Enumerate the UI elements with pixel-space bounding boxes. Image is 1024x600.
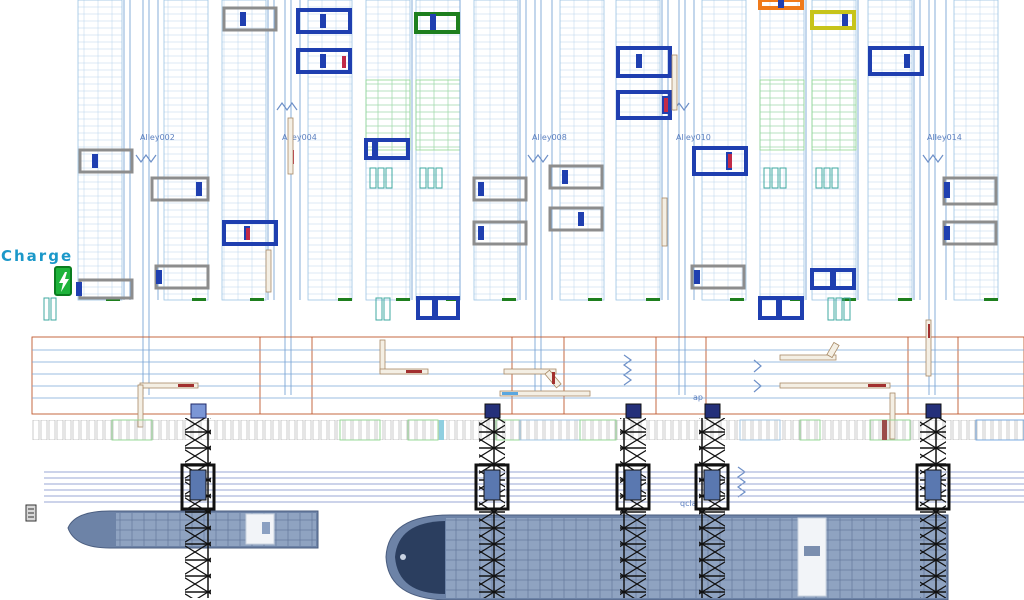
agv[interactable] <box>925 319 932 377</box>
misc-label: ap <box>693 393 703 402</box>
yard-crane-yellow[interactable] <box>810 10 856 30</box>
agv[interactable] <box>265 249 272 293</box>
yard-crane-active[interactable] <box>416 296 460 320</box>
yard-block-reefer-zone <box>759 79 805 151</box>
yard-crane-active[interactable] <box>222 220 278 246</box>
lightning-charge-icon <box>59 272 69 292</box>
yard-block[interactable] <box>615 0 661 301</box>
agv[interactable] <box>499 390 591 397</box>
yard-block[interactable] <box>307 0 353 301</box>
yard-crane-active[interactable] <box>692 146 748 176</box>
agv[interactable] <box>779 354 837 361</box>
yard-block[interactable] <box>867 0 913 301</box>
yard-blocks <box>77 0 999 301</box>
agv[interactable] <box>779 382 891 389</box>
yard-block[interactable] <box>953 0 999 301</box>
agv[interactable] <box>503 368 557 375</box>
yard-block[interactable] <box>163 0 209 301</box>
yard-crane[interactable] <box>690 264 746 290</box>
transfer-points <box>43 167 851 321</box>
yard-block[interactable] <box>221 0 267 301</box>
quay-cranes <box>180 403 951 598</box>
yard-crane-active[interactable] <box>364 138 410 160</box>
yard-crane-active[interactable] <box>296 8 352 34</box>
ship-large[interactable] <box>385 514 949 600</box>
quay-crane[interactable] <box>694 403 730 598</box>
yard-crane-active[interactable] <box>296 48 352 74</box>
yard-crane[interactable] <box>150 176 210 202</box>
quay-crane[interactable] <box>474 403 510 598</box>
lane-grid <box>31 336 1024 415</box>
quay-crane[interactable] <box>615 403 651 598</box>
agv-vehicles <box>137 54 932 440</box>
yard-crane[interactable] <box>472 220 528 246</box>
quay-crane[interactable] <box>915 403 951 598</box>
agv[interactable] <box>379 368 429 375</box>
charge-label: Charge <box>1 247 74 265</box>
quay-crane[interactable] <box>180 403 216 598</box>
yard-crane[interactable] <box>548 206 604 232</box>
yard-crane[interactable] <box>472 176 528 202</box>
yard-crane[interactable] <box>78 148 134 174</box>
yard-crane[interactable] <box>548 164 604 190</box>
agv[interactable] <box>671 54 678 111</box>
ship-small[interactable] <box>67 510 319 549</box>
agv[interactable] <box>826 341 840 359</box>
yard-block-reefer-zone <box>811 79 857 151</box>
alley-label: Alley008 <box>532 133 567 142</box>
charging-station[interactable] <box>54 266 72 296</box>
yard-crane-active[interactable] <box>810 268 856 290</box>
agv[interactable] <box>287 117 294 175</box>
alley-label: Alley004 <box>282 133 317 142</box>
alley-label: Alley002 <box>140 133 175 142</box>
misc-label: qcla <box>680 499 697 508</box>
yard-crane[interactable] <box>222 6 278 32</box>
yard-crane-active[interactable] <box>758 296 804 320</box>
yard-block-reefer-zone <box>415 79 461 151</box>
quay-buffer-slots <box>32 419 1024 441</box>
agv[interactable] <box>661 197 668 247</box>
agv[interactable] <box>379 339 386 373</box>
yard-crane-active[interactable] <box>616 46 672 78</box>
yard-crane-green[interactable] <box>414 12 460 34</box>
alley-label: Alley010 <box>676 133 711 142</box>
alley-label: Alley014 <box>927 133 962 142</box>
yard-block[interactable] <box>473 0 519 301</box>
alley-labels: Alley002 Alley004 Alley008 Alley010 Alle… <box>140 133 962 142</box>
yard-crane-active[interactable] <box>868 46 924 76</box>
yard-cranes <box>76 0 998 320</box>
chevron-markers <box>135 101 944 498</box>
yard-crane-active[interactable] <box>616 90 672 120</box>
yard-block[interactable] <box>559 0 605 301</box>
